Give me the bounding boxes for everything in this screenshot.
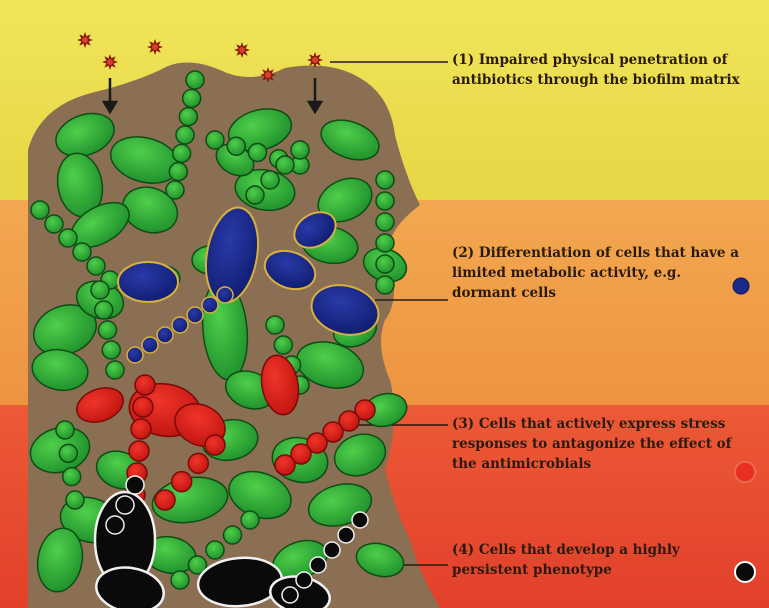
stress-cell-chain-link — [155, 490, 175, 510]
normal-cell-chain-link — [102, 341, 120, 359]
normal-cell-chain-link — [376, 171, 394, 189]
normal-cell-chain-link — [224, 526, 242, 544]
normal-cell-chain-link — [95, 301, 113, 319]
normal-cell-chain-link — [179, 108, 197, 126]
persistent-cell-chain-link — [324, 542, 340, 558]
stress-cell-chain-link — [133, 397, 153, 417]
persistent-cell-chain-link — [126, 476, 144, 494]
stress-cell-chain-link — [172, 472, 192, 492]
stress-cell-chain-link — [131, 419, 151, 439]
normal-cell-chain-link — [59, 229, 77, 247]
stress-cell-chain-link — [188, 453, 208, 473]
persistent-cell-chain-link — [352, 512, 368, 528]
mechanism-3-label: (3) Cells that actively express stress r… — [452, 414, 768, 474]
normal-cell-chain-link — [91, 281, 109, 299]
stress-cell-chain-link — [205, 435, 225, 455]
normal-cell-chain-link — [246, 186, 264, 204]
dormant-cell-chain-link — [172, 317, 188, 333]
mechanism-1-label: (1) Impaired physical penetration of ant… — [452, 50, 768, 90]
normal-cell-chain-link — [56, 421, 74, 439]
antibiotic-particle-icon — [147, 39, 163, 55]
persistent-cell-chain-link — [106, 516, 124, 534]
dormant-cell-chain-link — [142, 337, 158, 353]
normal-cell-chain-link — [291, 141, 309, 159]
stress-cell-chain-link — [275, 455, 295, 475]
normal-cell-chain-link — [183, 89, 201, 107]
antibiotic-particle-icon — [307, 52, 323, 68]
mechanism-4-label: (4) Cells that develop a highly persiste… — [452, 540, 742, 580]
persistent-cell-chain-link — [116, 496, 134, 514]
normal-cell-chain-link — [59, 444, 77, 462]
persistent-cell-chain-link — [338, 527, 354, 543]
normal-cell-chain-link — [45, 215, 63, 233]
normal-cell-chain-link — [376, 192, 394, 210]
dormant-cell-chain-link — [187, 307, 203, 323]
normal-cell-chain-link — [376, 276, 394, 294]
normal-cell-chain-link — [261, 171, 279, 189]
normal-cell-chain-link — [249, 144, 267, 162]
persistent-cell-chain-link — [296, 572, 312, 588]
normal-cell-chain-link — [206, 541, 224, 559]
normal-cell-chain-link — [169, 163, 187, 181]
normal-cell-chain-link — [166, 181, 184, 199]
stress-cell-chain-link — [135, 375, 155, 395]
normal-cell-chain-link — [274, 336, 292, 354]
dormant-cell-chain-link — [202, 297, 218, 313]
normal-cell-chain-link — [31, 201, 49, 219]
stress-cell-chain-link — [129, 441, 149, 461]
antibiotic-particle-icon — [102, 54, 118, 70]
normal-cell-chain-link — [106, 361, 124, 379]
normal-cell-chain-link — [173, 144, 191, 162]
antibiotic-particle-icon — [260, 67, 276, 83]
normal-cell-chain-link — [87, 257, 105, 275]
antibiotic-particle-icon — [77, 32, 93, 48]
dormant-cell — [118, 262, 178, 302]
normal-cell-chain-link — [206, 131, 224, 149]
normal-cell-chain-link — [276, 156, 294, 174]
normal-cell-chain-link — [376, 234, 394, 252]
normal-cell-chain-link — [227, 137, 245, 155]
persistent-cell-chain-link — [282, 587, 298, 603]
normal-cell-chain-link — [171, 571, 189, 589]
normal-cell-chain-link — [66, 491, 84, 509]
normal-cell-chain-link — [376, 255, 394, 273]
normal-cell-chain-link — [376, 213, 394, 231]
normal-cell-chain-link — [176, 126, 194, 144]
normal-cell-chain-link — [99, 321, 117, 339]
dormant-cell-chain-link — [217, 287, 233, 303]
mechanism-2-label: (2) Differentiation of cells that have a… — [452, 243, 768, 303]
dormant-cell-chain-link — [127, 347, 143, 363]
normal-cell-chain-link — [73, 243, 91, 261]
normal-cell-chain-link — [186, 71, 204, 89]
persistent-cell-chain-link — [310, 557, 326, 573]
normal-cell-chain-link — [241, 511, 259, 529]
antibiotic-particle-icon — [234, 42, 250, 58]
normal-cell-chain-link — [63, 468, 81, 486]
normal-cell-chain-link — [266, 316, 284, 334]
dormant-cell-chain-link — [157, 327, 173, 343]
